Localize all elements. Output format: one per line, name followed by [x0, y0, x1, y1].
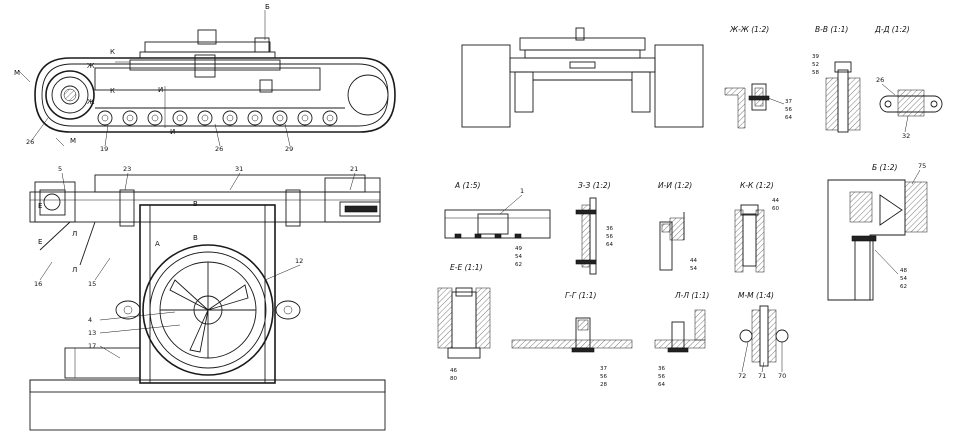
section-title-zh: Ж-Ж (1:2) — [729, 25, 769, 34]
section-m-m: М-М (1:4) 72 71 70 — [738, 291, 789, 380]
section-letter-e-2: Е — [38, 238, 42, 246]
callout-29: 29 — [285, 145, 293, 153]
stack-a-3: 62 — [515, 262, 522, 268]
callout-70: 70 — [778, 372, 786, 380]
section-title-mm: М-М (1:4) — [738, 291, 774, 300]
stack-kk-2: 60 — [772, 206, 779, 212]
stack-b-3: 62 — [900, 284, 907, 290]
section-title-kk: К-К (1:2) — [740, 181, 774, 190]
callout-21: 21 — [350, 165, 358, 173]
section-v-v: В-В (1:1) 39 52 58 — [812, 25, 861, 133]
stack-ll-2: 56 — [658, 374, 665, 380]
callout-15: 15 — [88, 280, 96, 288]
callout-1: 1 — [520, 187, 524, 195]
front-view: Е Е Л Л В В А 5 23 31 21 12 16 15 4 13 1… — [29, 165, 386, 431]
section-letter-l-2: Л — [72, 266, 77, 274]
section-d-d: Д-Д (1:2) 26 32 — [874, 25, 943, 140]
callout-13: 13 — [88, 329, 96, 337]
section-title-ii: И-И (1:2) — [658, 181, 692, 190]
stack-gg-3: 28 — [600, 382, 607, 388]
callout-17: 17 — [88, 342, 96, 350]
callout-75: 75 — [918, 162, 926, 170]
stack-b-1: 48 — [900, 268, 907, 274]
section-letter-i: И — [158, 86, 163, 94]
stack-ee-2: 80 — [450, 376, 457, 382]
stack-zh-3: 64 — [785, 115, 792, 121]
section-z-z: З-З (1:2) 36 56 64 — [575, 181, 613, 275]
callout-26b: 26 — [26, 138, 34, 146]
section-title-ll: Л-Л (1:1) — [674, 291, 709, 300]
road-wheels — [97, 110, 338, 126]
callout-26: 26 — [215, 145, 223, 153]
stack-a-1: 49 — [515, 246, 522, 252]
section-letter-v: В — [193, 200, 198, 208]
detail-b: Б (1:2) 75 48 54 62 — [827, 162, 928, 301]
section-letter-zh-2: Ж — [87, 98, 95, 106]
stack-gg-1: 37 — [600, 366, 607, 372]
stack-ll-3: 64 — [658, 382, 665, 388]
stack-ii-2: 54 — [690, 266, 697, 272]
stack-zz-1: 36 — [606, 226, 613, 232]
section-letter-zh: Ж — [87, 62, 95, 70]
section-letter-l: Л — [72, 230, 77, 238]
stack-ll-1: 36 — [658, 366, 665, 372]
stack-zz-3: 64 — [606, 242, 613, 248]
section-letter-e: Е — [38, 202, 42, 210]
callout-16: 16 — [34, 280, 42, 288]
section-letter-b: Б — [265, 3, 270, 11]
section-title-a: А (1:5) — [454, 181, 481, 190]
section-letter-i-2: И — [170, 128, 175, 136]
callout-12: 12 — [295, 257, 303, 265]
section-letter-a: А — [155, 240, 160, 248]
stack-ee-1: 46 — [450, 368, 457, 374]
section-title-gg: Г-Г (1:1) — [565, 291, 596, 300]
callout-32: 32 — [902, 132, 910, 140]
stack-a-2: 54 — [515, 254, 522, 260]
stack-zz-2: 56 — [606, 234, 613, 240]
stack-zh-2: 56 — [785, 107, 792, 113]
section-title-b: Б (1:2) — [872, 163, 898, 172]
callout-72: 72 — [738, 372, 746, 380]
stack-zh-1: 37 — [785, 99, 792, 105]
callout-19: 19 — [100, 145, 108, 153]
stack-vv-3: 58 — [812, 70, 819, 76]
callout-71: 71 — [758, 372, 766, 380]
stack-gg-2: 56 — [600, 374, 607, 380]
section-e-e: Е-Е (1:1) 46 80 — [437, 263, 491, 382]
stack-b-2: 54 — [900, 276, 907, 282]
section-l-l: Л-Л (1:1) 36 56 64 — [654, 291, 709, 388]
stack-kk-1: 44 — [772, 198, 779, 204]
side-view: Б К К Ж Ж И И М М 26 19 26 29 — [14, 3, 396, 153]
callout-31: 31 — [235, 165, 243, 173]
section-letter-m-2: М — [70, 137, 76, 145]
detail-a: А (1:5) 1 49 54 62 — [444, 181, 551, 268]
callout-5: 5 — [58, 165, 62, 173]
callout-26-dd: 26 — [876, 76, 884, 84]
section-title-vv: В-В (1:1) — [815, 25, 848, 34]
rear-view — [461, 27, 704, 128]
section-letter-k-2: К — [110, 87, 115, 95]
section-title-dd: Д-Д (1:2) — [874, 25, 910, 34]
stack-vv-2: 52 — [812, 62, 819, 68]
section-i-i: И-И (1:2) 44 54 — [658, 181, 697, 272]
callout-23: 23 — [123, 165, 131, 173]
stack-vv-1: 39 — [812, 54, 819, 60]
callout-4: 4 — [88, 316, 92, 324]
section-zh-zh: Ж-Ж (1:2) 37 56 64 — [724, 25, 792, 129]
section-title-ee: Е-Е (1:1) — [450, 263, 483, 272]
section-letter-m: М — [14, 69, 20, 77]
section-letter-v-2: В — [193, 234, 198, 242]
section-g-g: Г-Г (1:1) 37 56 28 — [511, 291, 633, 388]
stack-ii-1: 44 — [690, 258, 697, 264]
section-k-k: К-К (1:2) 44 60 — [734, 181, 779, 273]
section-title-zz: З-З (1:2) — [578, 181, 611, 190]
section-letter-k: К — [110, 48, 115, 56]
